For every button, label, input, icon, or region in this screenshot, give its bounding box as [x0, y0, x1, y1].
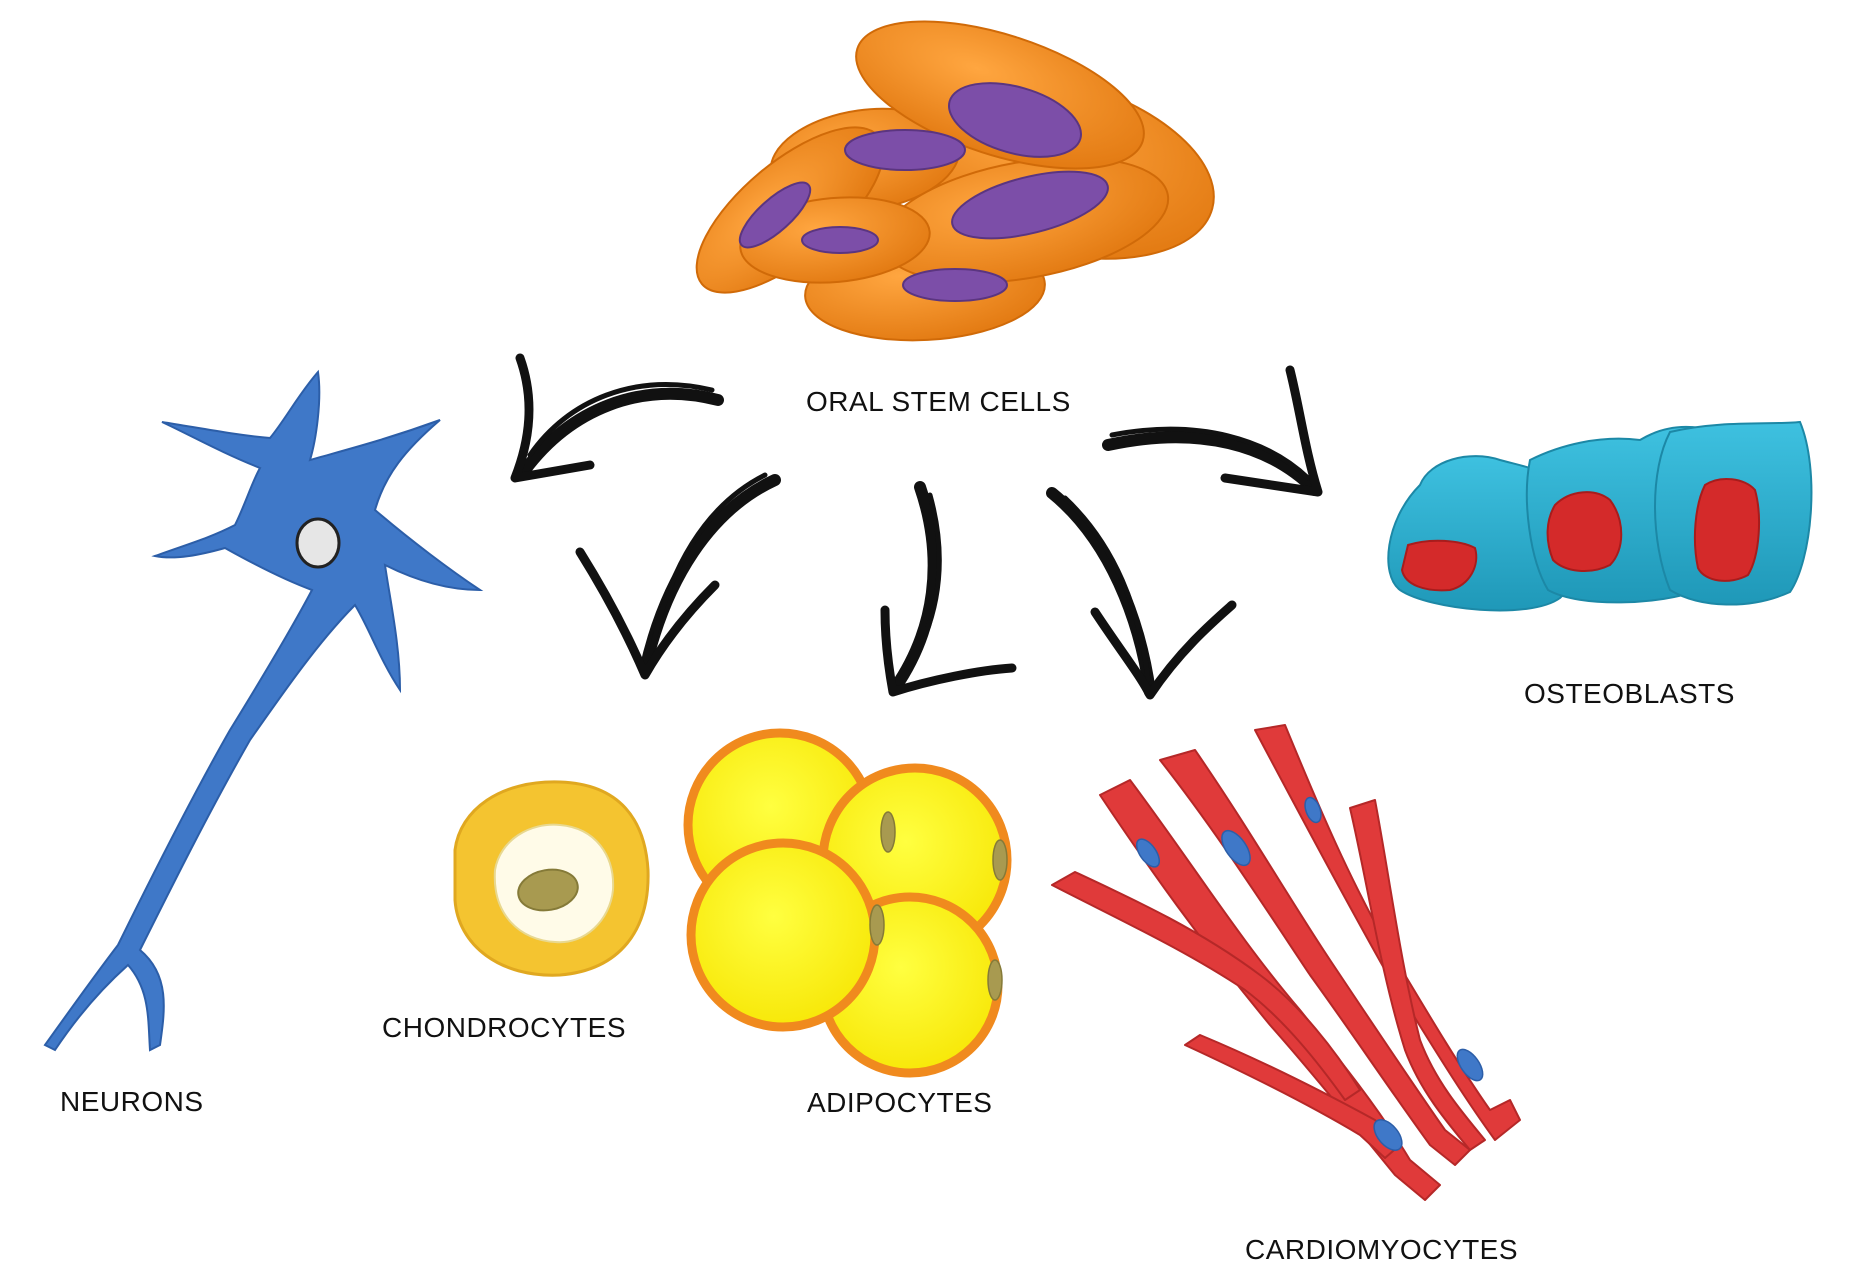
differentiation-arrows — [510, 353, 1323, 700]
neuron-icon — [43, 369, 484, 1052]
neurons-label: NEURONS — [60, 1086, 204, 1117]
cardiomyocytes-icon — [1051, 724, 1521, 1201]
cardiomyocytes-label: CARDIOMYOCYTES — [1245, 1234, 1519, 1265]
arrow-to-osteoblasts-icon — [1102, 365, 1323, 497]
arrow-to-chondrocytes-icon — [575, 472, 781, 680]
source-label: ORAL STEM CELLS — [806, 386, 1071, 417]
osteoblasts-icon — [1387, 420, 1813, 612]
arrow-to-cardiomyocytes-icon — [1046, 487, 1237, 700]
stem-cells-icon — [695, 20, 1215, 342]
chondrocyte-icon — [453, 780, 650, 977]
osteoblasts-label: OSTEOBLASTS — [1524, 678, 1735, 709]
adipocytes-label: ADIPOCYTES — [807, 1087, 993, 1118]
chondrocytes-label: CHONDROCYTES — [382, 1012, 627, 1043]
arrow-to-adipocytes-icon — [880, 481, 1017, 697]
adipocytes-icon — [683, 728, 1012, 1078]
arrow-to-neurons-icon — [510, 353, 724, 483]
